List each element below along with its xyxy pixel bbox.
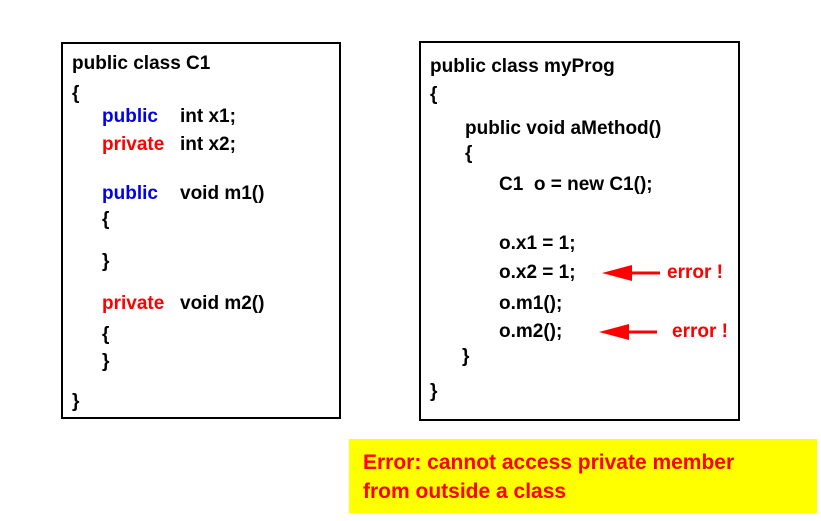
code-text: o.m2(); — [499, 321, 563, 342]
code-text: void m2() — [180, 293, 265, 314]
code-text: { — [430, 84, 438, 105]
class-c1-code-box: public class C1 { public int x1; private i… — [61, 42, 341, 419]
code-line: C1 o = new C1(); — [499, 174, 653, 196]
code-line: public class myProg — [430, 56, 615, 78]
code-line: } — [462, 346, 469, 368]
code-line: public void m1() — [102, 183, 264, 205]
keyword-private: private — [102, 293, 165, 314]
error-arrow-icon — [599, 324, 657, 340]
code-text: C1 o = new C1(); — [499, 174, 653, 195]
code-text: { — [102, 209, 110, 230]
keyword-public: public — [102, 106, 158, 127]
code-text: } — [102, 351, 110, 372]
code-text: { — [102, 324, 110, 345]
code-line: } — [102, 351, 109, 373]
code-line: { — [465, 143, 472, 165]
keyword-private: private — [102, 134, 165, 155]
myprog-code-box: public class myProg { public void aMetho… — [419, 41, 740, 421]
code-text: } — [72, 391, 80, 412]
code-line: { — [102, 324, 109, 346]
code-text: } — [430, 381, 438, 402]
code-text: } — [102, 251, 110, 272]
error-arrow-icon — [602, 265, 660, 281]
code-line: o.x1 = 1; — [499, 233, 576, 255]
code-line: public class C1 — [72, 53, 210, 75]
error-banner: Error: cannot access private member from… — [349, 439, 817, 513]
code-line: } — [102, 251, 109, 273]
code-line: o.m2(); — [499, 321, 562, 343]
code-line: private int x2; — [102, 134, 236, 156]
code-line: private void m2() — [102, 293, 264, 315]
code-text: int x1; — [180, 106, 236, 127]
keyword-public: public — [102, 183, 158, 204]
code-text: public class myProg — [430, 56, 615, 77]
code-line: { — [72, 83, 79, 105]
code-line: } — [72, 391, 79, 413]
code-line: { — [102, 209, 109, 231]
error-label: error ! — [667, 262, 723, 283]
code-line: o.m1(); — [499, 293, 562, 315]
code-line: { — [430, 84, 437, 106]
code-line: public void aMethod() — [465, 118, 661, 140]
code-line: public int x1; — [102, 106, 236, 128]
code-text: { — [465, 143, 473, 164]
error-label: error ! — [672, 321, 728, 342]
error-banner-line2: from outside a class — [363, 480, 567, 503]
code-text: public void aMethod() — [465, 118, 662, 139]
code-text: public class C1 — [72, 53, 211, 74]
code-text: void m1() — [180, 183, 265, 204]
code-text: int x2; — [180, 134, 236, 155]
code-text: o.x2 = 1; — [499, 262, 576, 283]
code-text: o.m1(); — [499, 293, 563, 314]
code-line: } — [430, 381, 437, 403]
code-line: o.x2 = 1; — [499, 262, 576, 284]
error-banner-line1: Error: cannot access private member — [363, 451, 735, 474]
code-text: } — [462, 346, 470, 367]
code-text: o.x1 = 1; — [499, 233, 576, 254]
code-text: { — [72, 83, 80, 104]
